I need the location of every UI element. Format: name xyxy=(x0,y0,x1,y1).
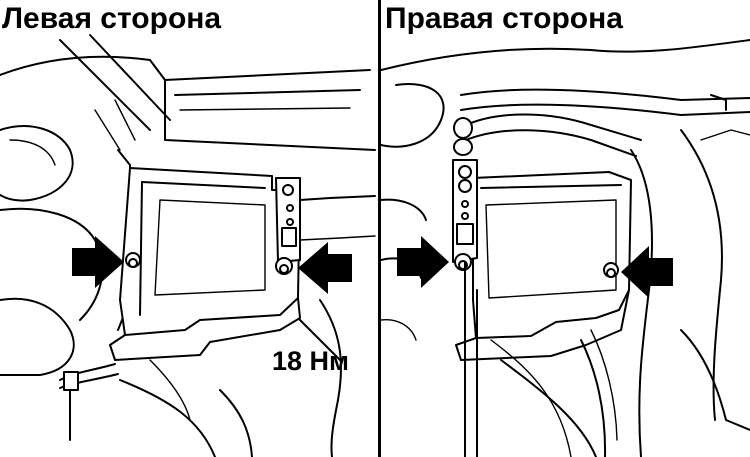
left-side-title: Левая сторона xyxy=(2,2,222,35)
right-side-panel: Правая сторона xyxy=(381,0,750,457)
left-side-panel: Левая сторона 18 Нм xyxy=(0,2,376,457)
right-side-drawing xyxy=(381,39,750,457)
right-side-title: Правая сторона xyxy=(385,2,623,35)
torque-label: 18 Нм xyxy=(272,346,350,376)
panel-divider xyxy=(378,0,381,457)
left-side-drawing xyxy=(0,34,376,457)
